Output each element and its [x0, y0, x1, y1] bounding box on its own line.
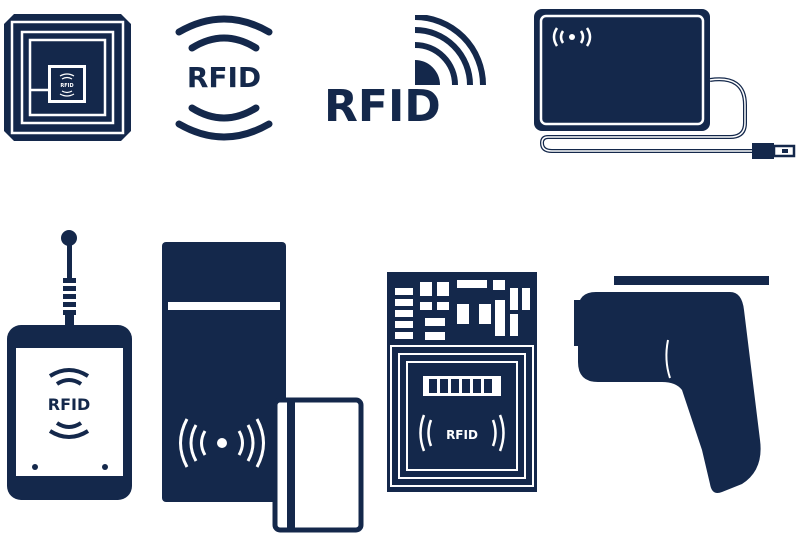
rfid-wave-logo-icon: RFID [324, 15, 486, 130]
antenna-rfid-reader-icon: RFID [7, 230, 132, 500]
rfid-circuit-board-icon: RFID [387, 272, 537, 492]
rfid-card-icon [272, 397, 364, 533]
symbol-label: RFID [187, 61, 261, 94]
tag-label: RFID [60, 83, 73, 89]
usb-rfid-reader-icon [534, 9, 796, 159]
access-control-terminal-icon [162, 242, 286, 502]
reader-label: RFID [48, 395, 90, 414]
rfid-symbol-icon: RFID [175, 15, 273, 141]
rfid-tag-icon: RFID [4, 14, 131, 141]
handheld-rfid-scanner-icon [574, 276, 769, 493]
board-label: RFID [446, 428, 478, 442]
logo-label: RFID [324, 81, 441, 130]
